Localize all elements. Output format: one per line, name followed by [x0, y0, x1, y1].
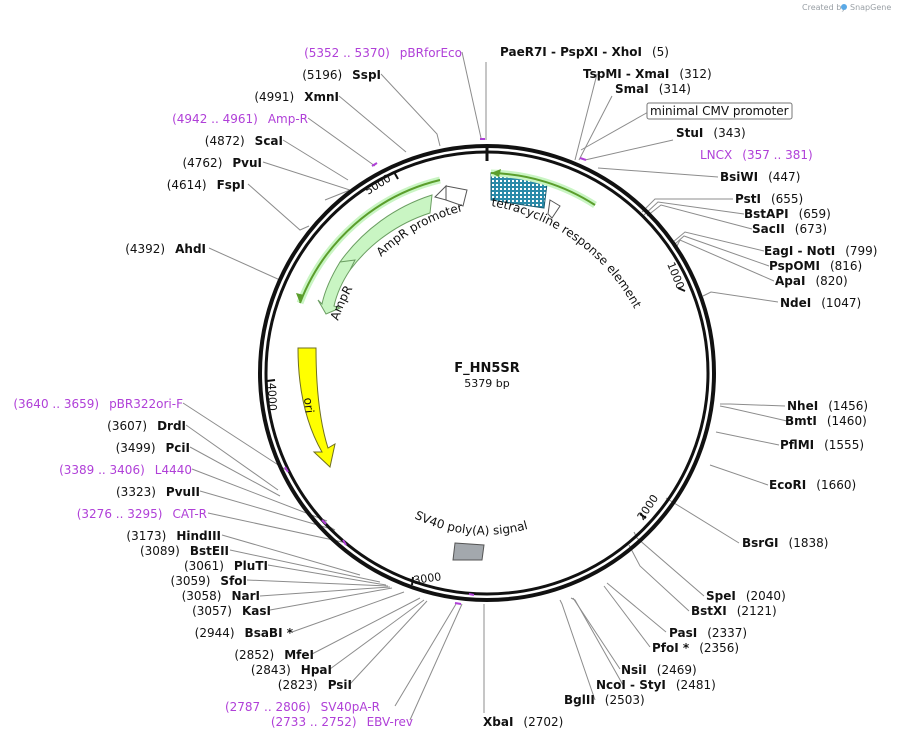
feature-labels: minimal CMV promoter tetracycline respon…: [301, 102, 793, 538]
site-label: SmaI(314): [615, 82, 691, 96]
site-label: (4872)ScaI: [205, 134, 283, 148]
site-label: (3173)HindIII: [126, 529, 221, 543]
site-label: (3607)DrdI: [107, 419, 186, 433]
ori-label: ori: [301, 397, 317, 414]
snapgene-watermark: Created by SnapGene: [802, 3, 891, 12]
site-label: (4762)PvuI: [182, 156, 262, 170]
primer-label: (4942 .. 4961)Amp-R: [172, 112, 308, 126]
site-label: (2852)MfeI: [234, 648, 314, 662]
feature-ampr-promoter: [434, 184, 468, 207]
site-label: BsiWI(447): [720, 170, 800, 184]
site-labels-left: (2733 .. 2752)EBV-rev (2787 .. 2806)SV40…: [13, 46, 462, 729]
plasmid-name: F_HN5SR: [454, 361, 520, 376]
site-label: (4392)AhdI: [125, 242, 206, 256]
watermark-created-by: Created by: [802, 3, 846, 12]
cmv-label: minimal CMV promoter: [650, 104, 789, 118]
primer-label: (3389 .. 3406)L4440: [59, 463, 192, 477]
primer-bind-arcs: [296, 169, 597, 305]
site-label: ApaI(820): [775, 274, 848, 288]
cmv-label-box: [646, 102, 793, 120]
primer-label: (3640 .. 3659)pBR322ori-F: [13, 397, 183, 411]
site-label: (2823)PsiI: [278, 678, 352, 692]
site-label: BstXI(2121): [691, 604, 777, 618]
tick-3000: 3000: [413, 570, 443, 587]
site-label: PflMI(1555): [780, 438, 864, 452]
scale-ticks: [266, 171, 686, 586]
primer-label: (5352 .. 5370)pBRforEco: [304, 46, 462, 60]
primer-marks: [284, 138, 587, 605]
site-label: (2843)HpaI: [251, 663, 332, 677]
tick-1000: 1000: [664, 260, 687, 291]
site-label: NheI(1456): [787, 399, 868, 413]
site-label: SpeI(2040): [706, 589, 786, 603]
site-label: (2944)BsaBI *: [195, 626, 294, 640]
site-label: (3061)PluTI: [184, 559, 268, 573]
site-label: PfoI *(2356): [652, 641, 739, 655]
watermark-brand: SnapGene: [850, 3, 891, 12]
site-label: NcoI - StyI(2481): [596, 678, 716, 692]
tick-2000: 2000: [635, 492, 661, 522]
cmv-arrow-icon: [547, 199, 561, 219]
sv40-label: SV40 poly(A) signal: [413, 508, 529, 538]
site-label: (3058)NarI: [182, 589, 260, 603]
site-label: TspMI - XmaI(312): [583, 67, 712, 81]
feature-ori: [297, 347, 336, 468]
site-label: NsiI(2469): [621, 663, 697, 677]
site-label: BmtI(1460): [785, 414, 867, 428]
site-label: PaeR7I - PspXI - XhoI(5): [500, 45, 669, 59]
label-leader-lines: [182, 51, 788, 721]
site-label: PspOMI(816): [769, 259, 862, 273]
tre-label: tetracycline response element: [490, 195, 644, 311]
site-label: BstAPI(659): [744, 207, 831, 221]
site-label: EcoRI(1660): [769, 478, 856, 492]
primer-label: (3276 .. 3295)CAT-R: [77, 507, 207, 521]
plasmid-size: 5379 bp: [464, 377, 509, 390]
site-label: BglII(2503): [564, 693, 645, 707]
snapgene-logo-icon: [841, 4, 847, 10]
site-label: SacII(673): [752, 222, 827, 236]
site-label: (3499)PciI: [116, 441, 190, 455]
site-label: (5196)SspI: [302, 68, 381, 82]
primer-label: LNCX(357 .. 381): [700, 148, 813, 162]
primer-label: (2787 .. 2806)SV40pA-R: [225, 700, 380, 714]
site-label: (3089)BstEII: [140, 544, 229, 558]
site-label: (3057)KasI: [192, 604, 271, 618]
plasmid-backbone: [258, 144, 716, 602]
site-label: NdeI(1047): [780, 296, 861, 310]
site-labels: PaeR7I - PspXI - XhoI(5) TspMI - XmaI(31…: [483, 45, 877, 729]
site-label: PstI(655): [735, 192, 803, 206]
site-label: XbaI(2702): [483, 715, 563, 729]
site-label: PasI(2337): [669, 626, 747, 640]
site-label: (4614)FspI: [167, 178, 245, 192]
site-label: (4991)XmnI: [254, 90, 339, 104]
site-label: EagI - NotI(799): [764, 244, 877, 258]
site-label: StuI(343): [676, 126, 746, 140]
primer-label: (2733 .. 2752)EBV-rev: [271, 715, 413, 729]
site-label: (3323)PvuII: [116, 485, 200, 499]
site-label: (3059)SfoI: [171, 574, 247, 588]
site-label: BsrGI(1838): [742, 536, 828, 550]
tick-4000: 4000: [265, 383, 279, 411]
feature-ampr: [317, 194, 433, 315]
feature-sv40: [452, 542, 485, 561]
